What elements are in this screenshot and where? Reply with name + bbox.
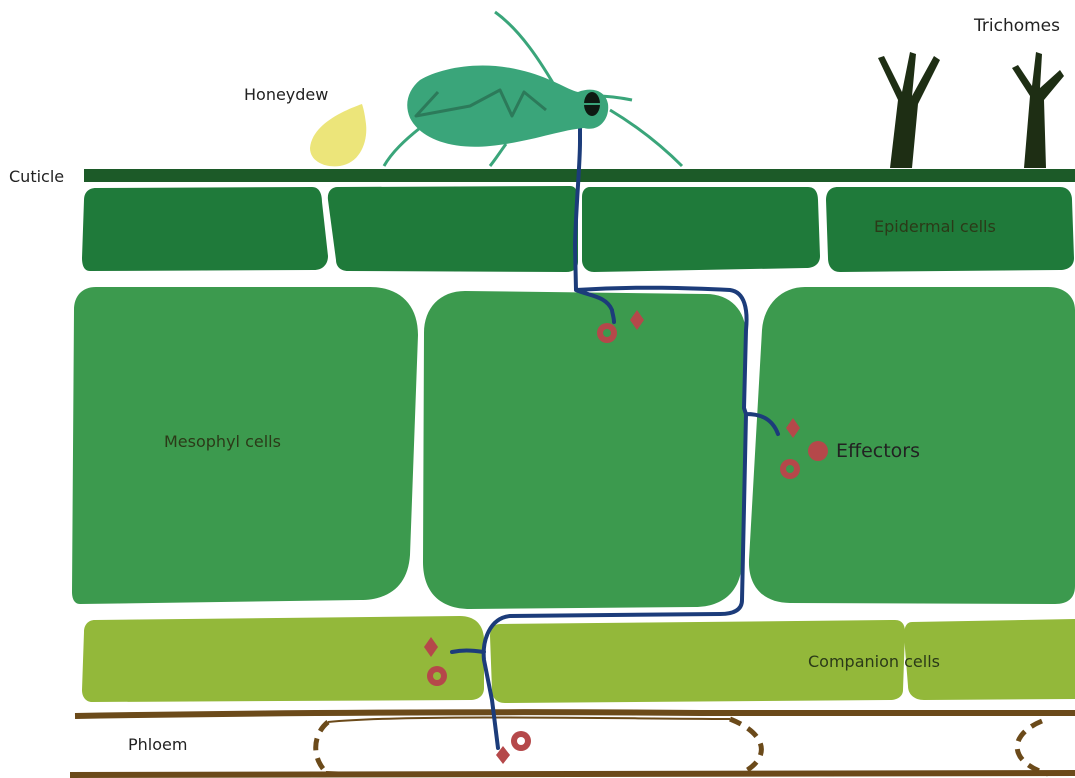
- mesophyl-cells-label: Mesophyl cells: [164, 432, 281, 451]
- epidermal-cell-1: [82, 187, 328, 271]
- cuticle-label: Cuticle: [9, 167, 64, 186]
- aphid-leg-mid: [490, 144, 506, 166]
- effector-cluster-4: [496, 731, 531, 764]
- trichome-1: [878, 52, 940, 168]
- sieve-plate-right: [1017, 721, 1048, 774]
- phloem-label: Phloem: [128, 735, 187, 754]
- honeydew-droplet: [310, 104, 366, 166]
- phloem-wall-top: [75, 712, 1075, 716]
- trichomes-group: [878, 52, 1064, 168]
- effector-ring-2: [780, 459, 800, 479]
- honeydew-label: Honeydew: [244, 85, 328, 104]
- effector-dot-2: [808, 441, 828, 461]
- epidermal-cell-3: [582, 187, 820, 272]
- trichomes-label: Trichomes: [973, 16, 1060, 36]
- aphid-leg-front: [610, 110, 682, 166]
- mesophyl-cell-2: [423, 291, 746, 609]
- aphid: [384, 12, 682, 166]
- sieve-element-outline: [326, 718, 740, 776]
- aphid-leg-back: [384, 128, 420, 166]
- trichome-2: [1012, 52, 1064, 168]
- effector-ring-4: [511, 731, 531, 751]
- sieve-plate-middle: [730, 719, 761, 774]
- phloem-layer: [70, 712, 1075, 775]
- effectors-label: Effectors: [836, 440, 920, 462]
- companion-cell-1: [82, 616, 484, 702]
- effector-ring-1: [597, 323, 617, 343]
- epidermal-cell-2: [328, 186, 578, 272]
- effector-ring-3: [427, 666, 447, 686]
- epidermal-cells-label: Epidermal cells: [874, 217, 996, 236]
- sieve-plate-left: [316, 722, 328, 772]
- companion-cells-label: Companion cells: [808, 652, 940, 671]
